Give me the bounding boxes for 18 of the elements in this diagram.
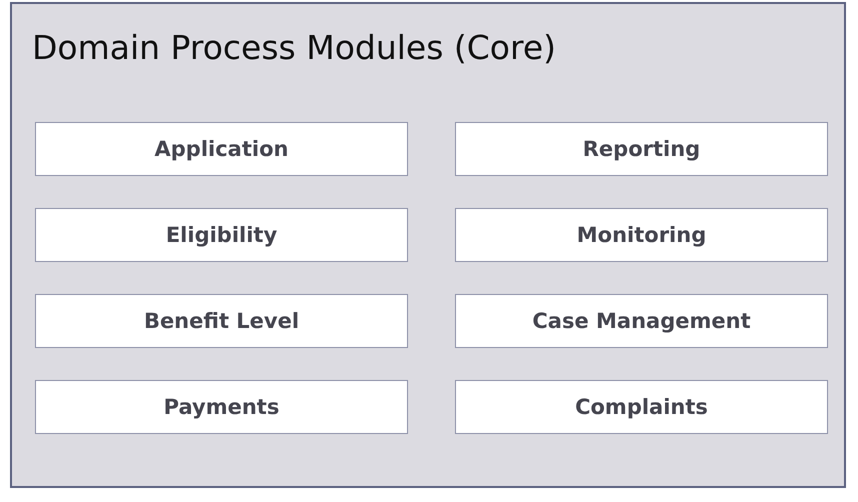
module-box — [35, 294, 408, 348]
module-box — [455, 122, 828, 176]
panel-title: Domain Process Modules (Core) — [32, 28, 556, 67]
module-box — [455, 380, 828, 434]
module-label: Benefit Level — [144, 309, 300, 333]
module-label: Monitoring — [576, 223, 706, 247]
module-box — [455, 208, 828, 262]
module-label: Case Management — [532, 309, 751, 333]
module-label: Payments — [164, 395, 280, 419]
module-group-panel — [10, 2, 846, 488]
module-box — [35, 122, 408, 176]
module-label: Application — [154, 137, 288, 161]
module-label: Reporting — [582, 137, 700, 161]
module-box — [35, 380, 408, 434]
module-box — [455, 294, 828, 348]
module-box — [35, 208, 408, 262]
module-label: Eligibility — [166, 223, 278, 247]
module-label: Complaints — [575, 395, 708, 419]
